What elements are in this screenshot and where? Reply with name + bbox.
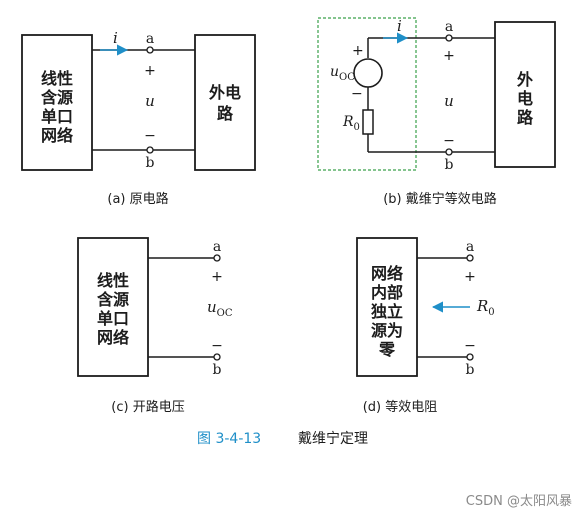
panel-c-caption: (c) 开路电压 [111,399,184,415]
panel-a-terminal-a-label: a [146,31,154,47]
panel-a-minus-sign: − [144,128,156,144]
panel-b-source-label: uOC [330,64,355,83]
panel-a-voltage-label: u [145,92,155,110]
panel-a-box-line-4: 网络 [41,126,73,145]
panel-b-dashed-boundary [317,17,417,171]
panel-a-box-line-1: 线性 [41,69,73,88]
panel-c-box-line-1: 线性 [97,271,129,290]
panel-a-external-circuit-box [194,34,256,171]
panel-b-voltage-source [353,58,383,88]
panel-a-box-line-2: 含源 [41,88,73,107]
panel-c-box-line-2: 含源 [97,290,129,309]
panel-b-minus-sign: − [443,133,455,149]
panel-d-terminal-b [466,353,474,361]
panel-b-source-minus: − [351,86,363,102]
panel-c-terminal-a-label: a [213,239,221,255]
panel-b-caption: (b) 戴维宁等效电路 [383,191,497,207]
panel-c-terminal-a [213,254,221,262]
panel-c-minus-sign: − [211,338,223,354]
panel-a-box-line-3: 单口 [41,107,73,126]
panel-c-source-network-box [77,237,149,377]
panel-b-terminal-b-label: b [445,157,454,173]
panel-c-open-circuit-voltage: 线性 含源 单口 网络 a b + uOC − (c) 开路电压 [77,237,233,415]
panel-d-resistor-label: R0 [476,297,495,318]
panel-b-source-plus: + [352,43,364,59]
panel-b-current-label: i [397,17,402,35]
panel-b-voltage-label: u [444,92,454,110]
panel-a-ext-line-2: 路 [217,104,234,123]
panel-a-terminal-a [146,46,154,54]
panel-a-plus-sign: + [144,63,156,79]
panel-d-box-line-1: 网络 [371,264,403,283]
panel-b-terminal-a [445,34,453,42]
panel-b-resistor-label: R0 [342,114,360,133]
panel-a-terminal-b [146,146,154,154]
panel-d-plus-sign: + [464,269,476,285]
panel-d-terminal-b-label: b [466,362,475,378]
panel-d-box-line-2: 内部 [371,283,403,302]
panel-a-caption: (a) 原电路 [107,191,168,207]
panel-b-external-circuit-box [494,21,556,168]
panel-d-box-line-3: 独立 [371,302,403,321]
panel-b-terminal-a-label: a [445,19,453,35]
panel-d-minus-sign: − [464,338,476,354]
panel-a-source-network-box [21,34,93,171]
panel-b-thevenin-equivalent: i + − uOC R0 a b + u − 外 电 路 (b) 戴维宁等效电路 [317,17,556,207]
panel-c-terminal-b [213,353,221,361]
panel-c-voltage-label: uOC [207,298,233,319]
panel-a-original-circuit: 线性 含源 单口 网络 i a b + u − 外电 路 (a) 原电路 [21,29,256,207]
figure-number: 图 3-4-13 [197,431,261,447]
panel-d-terminal-a-label: a [466,239,474,255]
panel-b-resistor [362,109,374,135]
panel-b-ext-line-3: 路 [517,108,534,127]
panel-d-box-line-4: 源为 [371,321,403,340]
panel-a-current-label: i [113,29,118,47]
panel-c-box-line-3: 单口 [97,309,129,328]
panel-a-ext-line-1: 外电 [208,83,241,102]
panel-c-plus-sign: + [211,269,223,285]
panel-d-caption: (d) 等效电阻 [363,399,438,415]
figure-title: 戴维宁定理 [298,430,368,447]
panel-d-equivalent-resistance: 网络 内部 独立 源为 零 a b + − R0 (d) 等效电阻 [356,237,495,415]
panel-b-plus-sign: + [443,48,455,64]
panel-b-terminal-b [445,148,453,156]
panel-d-terminal-a [466,254,474,262]
panel-b-ext-line-2: 电 [517,89,533,108]
panel-b-ext-line-1: 外 [516,70,533,89]
panel-a-terminal-b-label: b [146,155,155,171]
panel-d-box-line-5: 零 [378,340,396,359]
panel-d-dead-network-box [356,237,418,377]
panel-c-box-line-4: 网络 [97,328,129,347]
watermark: CSDN @太阳风暴 [466,494,572,509]
panel-c-terminal-b-label: b [213,362,222,378]
